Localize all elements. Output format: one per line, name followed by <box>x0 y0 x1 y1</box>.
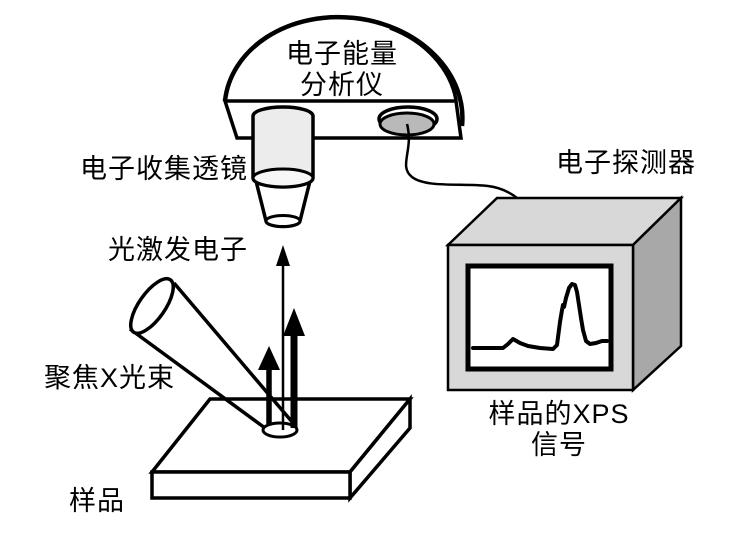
electron-detector-box <box>444 195 685 393</box>
lens-cone-tip-opening <box>264 214 302 228</box>
xps-spectrum-curve <box>471 282 609 351</box>
analyzer-label-line2: 分析仪 <box>300 70 384 100</box>
sample-slab <box>148 394 414 503</box>
lens-cylinder-rim <box>251 167 315 189</box>
detector-label: 电子探测器 <box>556 148 696 178</box>
photoelectron-arrow-thin <box>276 245 290 430</box>
xray-tube-opening <box>129 276 175 336</box>
analyzer-dome-body <box>225 17 463 126</box>
analyzer-dome-rim-arc <box>389 26 458 101</box>
signal-label-line2: 信号 <box>531 430 587 460</box>
analyzer-label: 电子能量 分析仪 <box>236 39 448 101</box>
analyzer-dome-arc <box>222 14 465 127</box>
analyzer-label-line1: 电子能量 <box>286 39 398 69</box>
photoelectron-arrow-thick-left <box>258 346 280 424</box>
signal-label: 样品的XPS 信号 <box>458 399 660 461</box>
xray-tube-upper-edge <box>172 281 295 425</box>
xray-beam-tube <box>128 276 299 439</box>
lens-label: 电子收集透镜 <box>80 154 248 184</box>
sample-label: 样品 <box>69 486 125 516</box>
detector-screen <box>465 263 614 372</box>
sample-front-face <box>150 470 352 500</box>
electron-collection-lens <box>251 105 315 229</box>
xray-beam-label: 聚焦X光束 <box>44 363 176 393</box>
photoelectron-arrow-thick-right <box>283 308 305 428</box>
detector-port <box>377 105 439 137</box>
beam-spot <box>261 421 299 439</box>
photoelectrons-label: 光激发电子 <box>108 235 248 265</box>
xray-tube-lower-edge <box>128 327 267 430</box>
signal-label-line1: 样品的XPS <box>488 399 630 429</box>
photoelectron-arrows <box>258 245 305 430</box>
